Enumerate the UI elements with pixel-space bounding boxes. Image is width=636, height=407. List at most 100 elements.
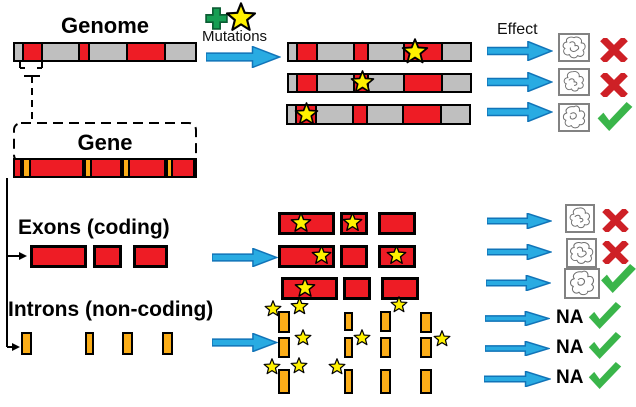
check-icon	[588, 302, 622, 329]
introns-label: Introns (non-coding)	[8, 298, 214, 321]
cross-icon	[600, 73, 628, 97]
mutation-star-icon	[263, 358, 281, 376]
segment-gray	[369, 75, 403, 91]
intron-box	[380, 369, 391, 394]
intron-box	[278, 311, 290, 333]
intron-box	[420, 312, 432, 333]
mutation-star-icon	[290, 357, 308, 375]
intron-box	[420, 337, 432, 358]
intron-box	[344, 337, 353, 358]
effect-arrow	[486, 275, 551, 291]
intron-box	[420, 369, 432, 394]
scribble-protein-icon	[565, 204, 595, 233]
intron-box	[380, 337, 391, 358]
mutation-star-icon	[264, 300, 282, 318]
exon-box	[343, 277, 371, 300]
genome-bar	[13, 42, 197, 62]
genome-segment-gray	[90, 44, 126, 60]
cross-icon	[602, 241, 629, 264]
effect-arrow	[484, 371, 551, 387]
intron-box	[278, 337, 290, 358]
cross-icon	[602, 209, 629, 232]
gene-exon-segment	[173, 160, 195, 176]
mutated-genome-row-2	[287, 73, 472, 93]
segment-red	[353, 44, 369, 60]
intron-box	[344, 369, 353, 394]
gene-intron-segment	[22, 160, 31, 176]
mutation-star-icon	[294, 102, 319, 127]
gene-exon-segment	[130, 160, 166, 176]
segment-gray	[442, 106, 469, 123]
gene-intron-segment	[166, 160, 173, 176]
exon-box	[93, 245, 122, 268]
mutation-star-icon	[353, 329, 371, 347]
effect-arrow	[485, 341, 550, 356]
effect-arrow	[487, 72, 553, 92]
segment-gray	[443, 44, 470, 60]
intron-mutation-arrow	[212, 333, 278, 352]
plus-icon	[205, 7, 228, 30]
mutation-star-icon	[294, 277, 316, 299]
exon-box	[340, 245, 368, 268]
segment-gray	[369, 44, 403, 60]
segment-gray	[318, 75, 353, 91]
na-result-text: NA	[556, 367, 584, 388]
mutated-genome-row-1	[287, 42, 472, 62]
mutation-star-icon	[433, 330, 451, 348]
intron-box	[162, 332, 173, 355]
mutation-star-icon	[294, 329, 312, 347]
genome-segment-gray	[166, 44, 195, 60]
na-result-text: NA	[556, 337, 584, 358]
gene-exon-segment	[31, 160, 84, 176]
exon-mutation-arrow	[212, 248, 278, 267]
segment-red	[296, 75, 318, 91]
effect-arrow	[485, 311, 550, 326]
segment-gray	[288, 106, 295, 123]
cross-icon	[600, 38, 628, 62]
segment-gray	[289, 75, 296, 91]
segment-gray	[443, 75, 470, 91]
scribble-protein-icon	[558, 103, 590, 132]
mutation-star-icon	[401, 38, 429, 66]
genome-segment-red	[126, 44, 166, 60]
exon-box	[133, 245, 168, 268]
intron-box	[344, 312, 353, 331]
scribble-protein-icon	[558, 68, 590, 96]
effect-arrow	[487, 102, 553, 122]
genome-segment-gray	[15, 44, 22, 60]
mutation-star-icon	[350, 70, 375, 95]
intron-box	[122, 332, 133, 355]
gene-title: Gene	[77, 130, 133, 155]
effect-label: Effect	[497, 21, 538, 38]
segment-red	[402, 106, 442, 123]
mutation-star-icon	[386, 245, 407, 266]
check-icon	[588, 362, 622, 389]
mutation-star-icon	[290, 212, 312, 234]
gene-intron-segment	[84, 160, 92, 176]
segment-gray	[368, 106, 402, 123]
gene-exon-segment	[92, 160, 122, 176]
scribble-protein-icon	[566, 238, 597, 268]
gene-bar	[13, 158, 197, 178]
mutation-star-icon	[290, 297, 309, 316]
segment-red	[403, 75, 443, 91]
mutation-star-icon	[311, 245, 332, 266]
mutated-genome-row-3	[286, 104, 471, 125]
scribble-protein-icon	[564, 268, 600, 299]
genome-segment-gray	[43, 44, 78, 60]
scribble-protein-icon	[558, 33, 590, 62]
exon-box	[30, 245, 87, 268]
effect-arrow	[487, 213, 552, 229]
genome-title: Genome	[60, 13, 150, 38]
check-icon	[601, 264, 636, 293]
gene-intron-segment	[122, 160, 130, 176]
genome-segment-red	[22, 44, 43, 60]
check-icon	[588, 332, 622, 359]
segment-gray	[317, 106, 352, 123]
intron-box	[21, 332, 32, 355]
mutation-star-icon	[390, 296, 408, 314]
segment-red	[296, 44, 318, 60]
intron-box	[85, 332, 94, 355]
